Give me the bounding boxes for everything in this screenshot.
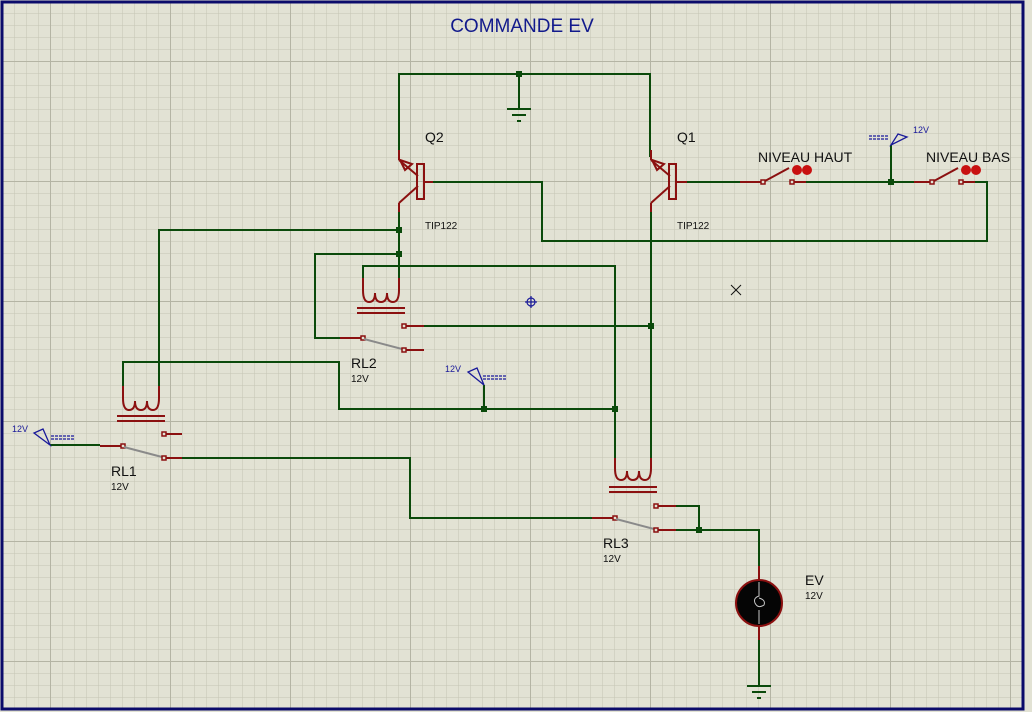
ground-symbol-bottom[interactable] (747, 685, 771, 699)
rl1-ref: RL1 (111, 463, 137, 479)
rl1-value: 12V (111, 482, 129, 493)
transistor-q2[interactable]: Q2 TIP122 (398, 129, 458, 232)
rl3-ref: RL3 (603, 535, 629, 551)
wire-top-bus (398, 73, 651, 157)
relay-rl2[interactable]: RL2 12V (340, 278, 424, 385)
wire-q2-base (431, 181, 988, 242)
q2-ref: Q2 (425, 129, 444, 145)
junctions (396, 71, 894, 533)
relay-rl3[interactable]: RL3 12V (592, 458, 676, 565)
ground-symbol-top[interactable] (507, 108, 531, 122)
relay-coil-icon (122, 397, 160, 412)
ev-value: 12V (805, 591, 823, 602)
power-label: 12V (445, 364, 461, 374)
wire-rl1-coil-bus (122, 361, 615, 410)
power-label: 12V (12, 424, 28, 434)
rl2-ref: RL2 (351, 355, 377, 371)
rl2-value: 12V (351, 374, 369, 385)
rl3-value: 12V (603, 554, 621, 565)
push-button-icon (802, 165, 812, 175)
ev-ref: EV (805, 572, 824, 588)
power-label: 12V (913, 125, 929, 135)
wire-rl3-nc (676, 505, 700, 530)
relay-coil-icon (362, 289, 400, 304)
filament-icon (754, 582, 765, 624)
power-terminal-top-right[interactable]: 12V (869, 125, 929, 147)
push-button-icon (792, 165, 802, 175)
push-button-icon (961, 165, 971, 175)
origin-marker-icon (525, 296, 537, 308)
sheet-title: COMMANDE EV (450, 16, 594, 37)
cursor-x-icon (730, 284, 742, 296)
relay-rl1[interactable]: RL1 12V (100, 386, 182, 493)
power-terminal-middle[interactable]: 12V (445, 364, 506, 386)
niveau-bas-label: NIVEAU BAS (926, 149, 1010, 165)
lamp-icon (735, 579, 783, 627)
q1-value: TIP122 (677, 221, 710, 232)
wire-rl2-common (314, 253, 399, 339)
power-terminal-left[interactable]: 12V (12, 424, 74, 448)
q1-ref: Q1 (677, 129, 696, 145)
switch-niveau-bas[interactable]: NIVEAU BAS (914, 149, 1010, 185)
switch-niveau-haut[interactable]: NIVEAU HAUT (740, 149, 853, 185)
q2-value: TIP122 (425, 221, 458, 232)
transistor-q1[interactable]: Q1 TIP122 (650, 129, 710, 232)
wire-rl3-to-ev (676, 529, 760, 568)
niveau-haut-label: NIVEAU HAUT (758, 149, 853, 165)
relay-coil-icon (614, 467, 652, 482)
solenoid-valve-ev[interactable]: EV 12V (735, 566, 824, 640)
wire-rl1-to-rl3 (180, 457, 592, 519)
wire-q2-to-rl1 (158, 229, 399, 390)
push-button-icon (971, 165, 981, 175)
